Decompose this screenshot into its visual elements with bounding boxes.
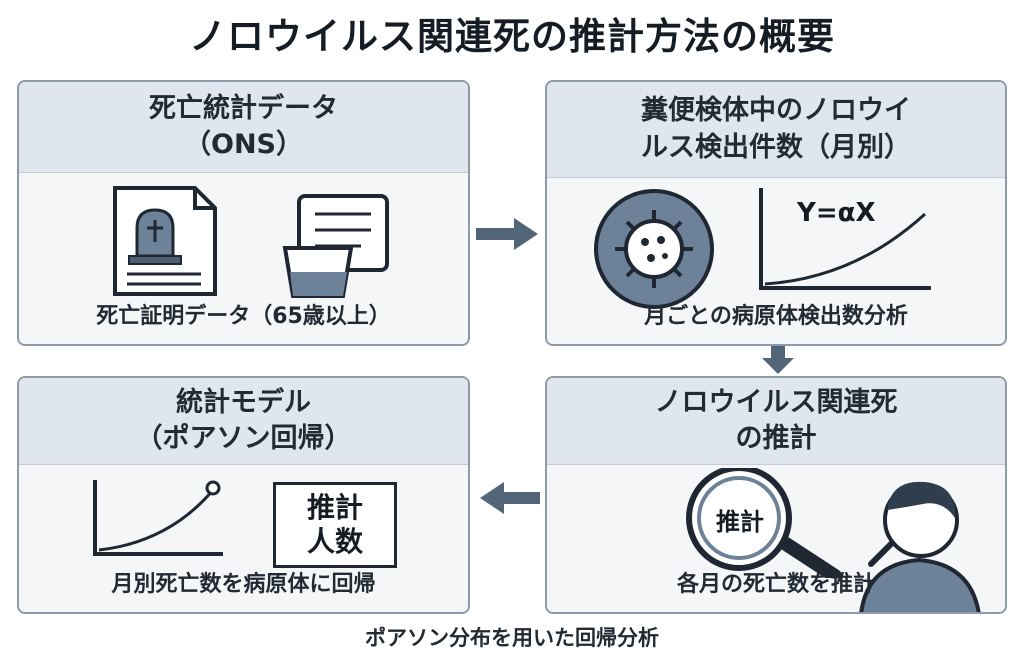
panel-heading-line: （ポアソン回帰） (135, 423, 352, 454)
panel-stool-tests: 糞便検体中のノロウイ ルス検出件数（月別） Y=αX 月ごとの病原体検出数分析 (545, 80, 1007, 346)
magnifier-icon (686, 468, 842, 578)
panel-footer: 月ごとの病原体検出数分析 (644, 304, 908, 329)
panel-footer: 月別死亡数を病原体に回帰 (111, 572, 376, 597)
person-icon (859, 481, 981, 612)
death-certificate-icon (113, 186, 217, 296)
curve-graph-icon (759, 188, 931, 290)
panel-heading-line: 死亡統計データ (149, 92, 338, 124)
magnifier-label: 推計 (716, 508, 764, 536)
panel-heading-line: 統計モデル (176, 386, 311, 418)
panel-norovirus-deaths: ノロウイルス関連死 の推計 推計 各月の死亡数を推計 (545, 376, 1007, 614)
panel-heading: 統計モデル （ポアソン回帰） (19, 378, 468, 465)
panel-heading-line: の推計 (735, 423, 817, 454)
panel-heading-line: ノロウイルス関連死 (654, 386, 898, 418)
estimate-box: 推計 人数 (273, 482, 397, 568)
arrow-left-icon (480, 482, 540, 514)
page-title: ノロウイルス関連死の推計方法の概要 (189, 15, 835, 58)
formula-label: Y=αX (797, 198, 876, 228)
panel-footer: 各月の死亡数を推計 (676, 572, 875, 597)
diagram-caption: ポアソン分布を用いた回帰分析 (365, 626, 659, 650)
estimate-box-line: 人数 (306, 525, 363, 558)
panel-heading-line: ルス検出件数（月別） (641, 131, 911, 163)
panel-heading: ノロウイルス関連死 の推計 (547, 378, 1005, 465)
panel-heading-line: （ONS） (184, 129, 303, 160)
panel-heading: 糞便検体中のノロウイ ルス検出件数（月別） (547, 82, 1005, 178)
virus-icon (594, 189, 714, 309)
panel-footer: 死亡証明データ（65歳以上） (96, 304, 391, 329)
panel-statistical-model: 統計モデル （ポアソン回帰） 推計 人数 月別死亡数を病原体に回帰 (17, 376, 470, 614)
arrow-right-icon (476, 218, 538, 250)
line-graph-icon (93, 480, 223, 556)
panel-heading: 死亡統計データ （ONS） (19, 82, 468, 173)
specimen-cup-icon (282, 194, 389, 298)
estimate-box-line: 推計 (306, 491, 363, 525)
panel-death-statistics: 死亡統計データ （ONS） 死亡証明データ（65歳以上） (17, 80, 470, 346)
panel-heading-line: 糞便検体中のノロウイ (641, 95, 911, 127)
arrow-down-icon (762, 346, 794, 374)
